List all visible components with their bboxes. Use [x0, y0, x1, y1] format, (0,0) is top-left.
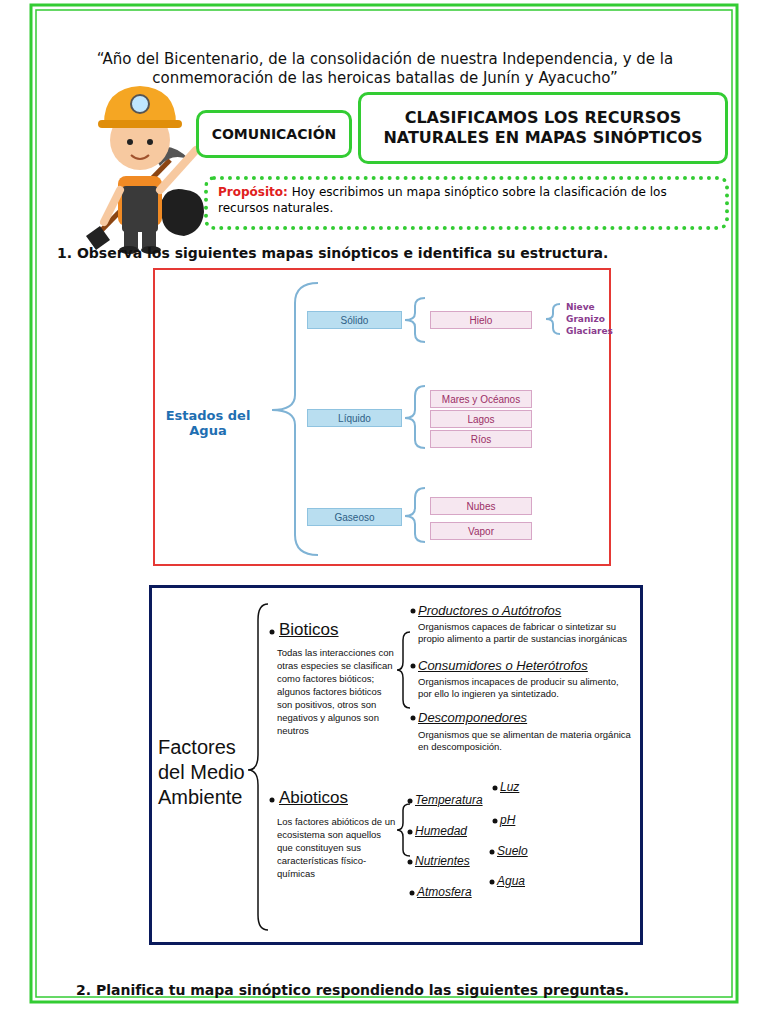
title-box: CLASIFICAMOS LOS RECURSOS NATURALES EN M… [358, 92, 728, 164]
box-text: CLASIFICAMOS LOS RECURSOS NATURALES EN M… [367, 108, 719, 148]
bullet [408, 860, 413, 865]
overalls [122, 186, 158, 232]
state-box: Sólido [307, 311, 402, 329]
box-text: Sólido [341, 315, 369, 326]
arm [160, 150, 196, 190]
state-box: Líquido [307, 409, 402, 427]
factor-item: Temperatura [415, 793, 490, 807]
inner-border [36, 10, 732, 997]
leaf-item: Glaciares [566, 326, 626, 336]
factor-item: Luz [500, 780, 560, 794]
arm [104, 190, 120, 222]
map-root: Factores del Medio Ambiente [158, 735, 248, 810]
helmet [104, 86, 176, 124]
brace [405, 386, 425, 448]
bullet [408, 830, 413, 835]
item-box: Ríos [430, 430, 532, 448]
box-text: COMUNICACIÓN [212, 126, 337, 143]
box-text: Lagos [467, 414, 494, 425]
water-braces [272, 283, 560, 555]
bullet [493, 786, 498, 791]
bullet [411, 664, 416, 669]
subcategory-description: Organismos incapaces de producir su alim… [418, 676, 633, 699]
pickaxe-handle [94, 160, 170, 238]
outer-border [31, 5, 737, 1002]
category-heading: Bioticos [279, 620, 389, 640]
brace [397, 632, 410, 708]
subcategory-heading: Consumidores o Heterótrofos [418, 658, 638, 673]
box-text: Gaseoso [334, 512, 374, 523]
leaf-item: Nieve [566, 302, 626, 312]
subcategory-heading: Descomponedores [418, 710, 638, 725]
instruction: 2. Planifica tu mapa sinóptico respondie… [76, 982, 696, 998]
factor-item: Suelo [497, 844, 557, 858]
box-text: Líquido [338, 413, 371, 424]
factor-item: pH [500, 813, 560, 827]
bullet [408, 799, 413, 804]
eye [147, 139, 153, 145]
item-box: Nubes [430, 497, 532, 515]
coal-rock [162, 189, 204, 236]
brace [405, 298, 425, 342]
box-text: Ríos [471, 434, 492, 445]
bullet [411, 716, 416, 721]
purpose-label: Propósito: [218, 185, 288, 199]
box-text: Vapor [468, 526, 494, 537]
factor-item: Agua [497, 874, 557, 888]
category-heading: Abioticos [279, 788, 389, 808]
brace [397, 804, 410, 856]
category-description: Todas las interacciones con otras especi… [277, 646, 397, 737]
bullet [270, 798, 275, 803]
helmet-brim [98, 120, 182, 128]
subcategory-description: Organismos que se alimentan de materia o… [418, 729, 633, 752]
state-box: Gaseoso [307, 508, 402, 526]
bullet [493, 819, 498, 824]
smile [131, 155, 149, 159]
bullet [490, 850, 495, 855]
bullets [270, 609, 498, 896]
miner-illustration [86, 86, 212, 254]
box-text: Nubes [467, 501, 496, 512]
subcategory-heading: Productores o Autótrofos [418, 603, 638, 618]
helmet-lamp [131, 95, 149, 113]
eye [127, 139, 133, 145]
purpose-box: Propósito: Hoy escribimos un mapa sinópt… [204, 176, 729, 230]
map-root: Estados del Agua [158, 408, 258, 438]
item-box: Mares y Océanos [430, 390, 532, 408]
instruction: 1. Observa los siguientes mapas sinóptic… [57, 245, 677, 261]
box-text: Hielo [470, 315, 493, 326]
factor-item: Atmosfera [417, 885, 492, 899]
factor-item: Nutrientes [415, 854, 490, 868]
item-box: Hielo [430, 311, 532, 329]
leaf-item: Granizo [566, 314, 626, 324]
bullet [410, 891, 415, 896]
bullet [270, 630, 275, 635]
brace [546, 304, 560, 334]
factor-item: Humedad [415, 824, 490, 838]
bullet [411, 609, 416, 614]
brace [405, 488, 425, 542]
item-box: Vapor [430, 522, 532, 540]
category-description: Los factores abióticos de un ecosistema … [277, 815, 397, 880]
subject-box: COMUNICACIÓN [196, 110, 352, 158]
factor-braces [248, 604, 410, 930]
bullet [490, 880, 495, 885]
header-text: “Año del Bicentenario, de la consolidaci… [60, 50, 710, 88]
subcategory-description: Organismos capaces de fabricar o sinteti… [418, 621, 640, 644]
box-text: Mares y Océanos [442, 394, 520, 405]
brace [248, 604, 268, 930]
item-box: Lagos [430, 410, 532, 428]
